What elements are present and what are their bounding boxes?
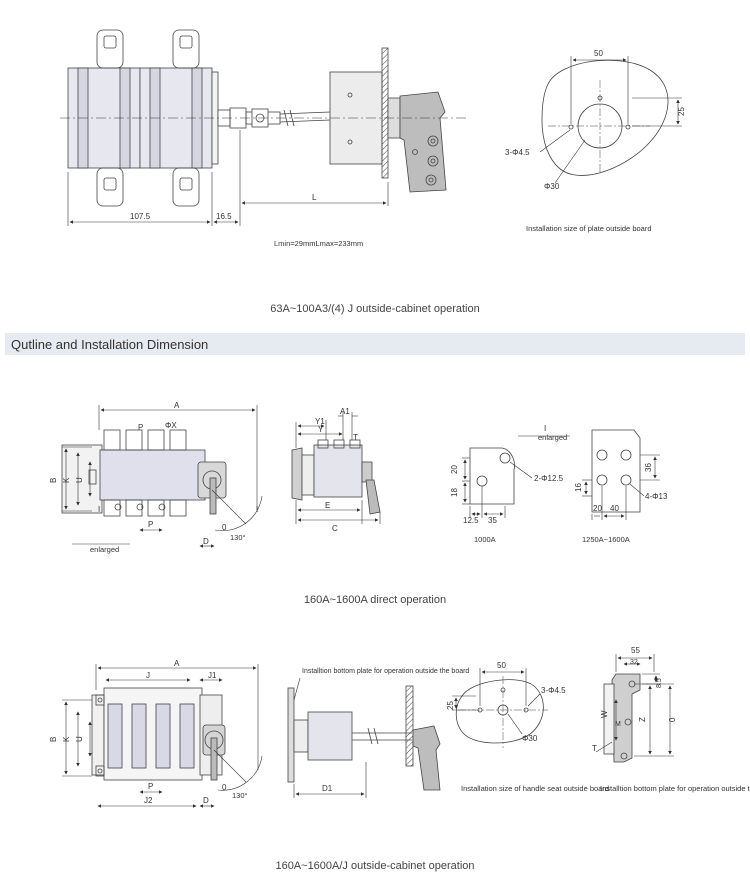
handle-dim-25: 25 — [446, 701, 455, 710]
caption-bottom: 160A~1600A/J outside-cabinet operation — [275, 860, 475, 872]
plate-holes-label: 3-Φ4.5 — [505, 148, 530, 157]
mid-dim-I: I — [98, 505, 100, 514]
term-dim-18: 18 — [450, 488, 459, 497]
bracket-dim-32: 32 — [630, 659, 638, 666]
mid-dim-A: A — [174, 401, 180, 410]
terminal-1000a-dims — [462, 435, 570, 518]
bottom-switch-side — [287, 685, 441, 791]
bot-dim-A: A — [174, 659, 180, 668]
mid-angle-130: 130° — [230, 533, 246, 542]
bot-dim-D: D — [203, 796, 209, 805]
mid-angle-0: 0 — [222, 523, 227, 532]
plate-phi30-label: Φ30 — [544, 182, 560, 191]
mid-dim-Y: Y — [318, 425, 324, 434]
handle-caption-line: Installation size of handle seat outside… — [461, 784, 609, 793]
mid-dim-I-right: I — [256, 505, 258, 514]
plate-caption: Installation size of plate outside board — [526, 224, 652, 233]
mid-dim-Y1: Y1 — [315, 417, 325, 426]
middle-switch-front — [61, 429, 227, 517]
plate-dimensions — [539, 56, 682, 184]
bottom-front-dimensions — [62, 664, 263, 808]
bracket-dim-8-5: 8.5 — [656, 678, 663, 688]
mid-dim-C: C — [332, 524, 338, 533]
term-holes-1250: 4-Φ13 — [645, 492, 668, 501]
handle-phi30: Φ30 — [522, 734, 538, 743]
terminal-1000a — [469, 447, 515, 505]
handle-holes: 3-Φ4.5 — [541, 686, 566, 695]
mid-dim-K: K — [62, 477, 71, 483]
term-dim-20: 20 — [450, 465, 459, 474]
plate-dim-50: 50 — [594, 49, 603, 58]
bottom-plate-note-line: Installtion bottom plate for operation o… — [302, 668, 469, 675]
bot-angle-130: 130° — [232, 791, 248, 800]
term-dim-16: 16 — [574, 483, 583, 492]
mid-dim-A1: A1 — [340, 407, 350, 416]
terminal-1250a-1600a — [591, 429, 641, 513]
bot-angle-0: 0 — [222, 783, 227, 792]
bot-dim-D1: D1 — [322, 784, 333, 793]
bot-dim-U: U — [75, 736, 84, 742]
handle-seat-dims — [452, 668, 541, 735]
bracket-dim-T: T — [592, 744, 597, 753]
caption-top: 63A~100A3/(4) J outside-cabinet operatio… — [270, 303, 480, 315]
bottom-bracket — [603, 673, 641, 763]
mid-dim-T: T — [353, 433, 358, 442]
bot-dim-B: B — [49, 737, 58, 742]
dim-16-5: 16.5 — [216, 212, 232, 221]
bracket-dim-Z: Z — [638, 717, 647, 722]
lmin-lmax-note: Lmin=29mmLmax=233mm — [274, 239, 363, 248]
bracket-dim-M: M — [615, 721, 621, 728]
term-dim-20b: 20 — [593, 504, 602, 513]
mid-enlarged-left: enlarged — [90, 545, 119, 554]
label-1000a: 1000A — [474, 535, 496, 544]
bottom-plate-note: Installtion bottom plate for operation o… — [302, 668, 469, 675]
term-holes-1000: 2-Φ12.5 — [534, 474, 564, 483]
mid-dim-D: D — [203, 537, 209, 546]
dim-L: L — [312, 193, 317, 202]
term-dim-40: 40 — [610, 504, 619, 513]
term-dim-12-5: 12.5 — [463, 516, 479, 525]
top-plate-outline — [541, 59, 669, 176]
mid-dim-P-top: P — [138, 423, 143, 432]
top-dimensions — [67, 130, 389, 226]
bot-dim-K: K — [62, 736, 71, 742]
caption-middle: 160A~1600A direct operation — [303, 594, 447, 606]
term-dim-35: 35 — [488, 516, 497, 525]
bot-dim-J: J — [146, 671, 150, 680]
handle-dim-50: 50 — [497, 661, 506, 670]
middle-side-dimensions — [295, 412, 381, 524]
section-header-band: Qutline and Installation Dimension — [5, 333, 745, 355]
middle-switch-side — [291, 439, 381, 515]
bracket-dim-55: 55 — [631, 646, 640, 655]
bracket-caption: Installtion bottom plate for operation o… — [600, 784, 750, 793]
bot-dim-P: P — [148, 782, 153, 791]
bot-dim-J1: J1 — [208, 671, 217, 680]
mid-dim-B: B — [49, 478, 58, 483]
plate-dim-25: 25 — [677, 107, 686, 116]
mid-dim-phiX: ΦX — [165, 421, 177, 430]
bracket-caption-line: Installtion bottom plate for operation o… — [600, 784, 750, 793]
bracket-dim-O: 0 — [668, 717, 677, 722]
terminal-1250-dims — [582, 454, 660, 520]
section-title: Qutline and Installation Dimension — [11, 337, 209, 352]
bracket-dims — [595, 654, 674, 757]
bot-dim-J2: J2 — [144, 796, 153, 805]
dim-107-5: 107.5 — [130, 212, 151, 221]
bottom-switch-front — [91, 687, 226, 781]
mid-dim-E: E — [325, 501, 330, 510]
middle-front-dimensions — [62, 405, 263, 548]
handle-caption: Installation size of handle seat outside… — [461, 784, 609, 793]
label-1250a-1600a: 1250A~1600A — [582, 535, 630, 544]
mid-dim-P-bottom: P — [148, 520, 153, 529]
term-dim-36: 36 — [644, 463, 653, 472]
bracket-dim-W: W — [600, 710, 609, 718]
bottom-side-dimensions — [293, 677, 367, 798]
mid-dim-U: U — [75, 477, 84, 483]
enlarged-I: I — [544, 424, 546, 433]
enlarged-right: enlarged — [538, 433, 567, 442]
